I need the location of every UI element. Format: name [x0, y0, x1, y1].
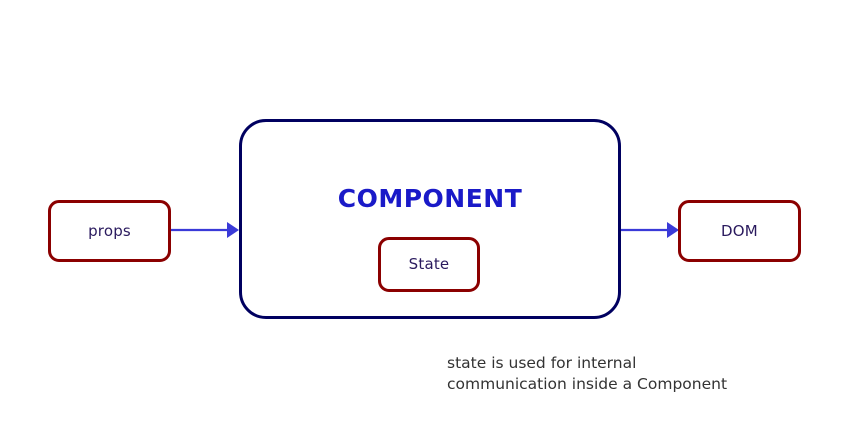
diagram-caption: state is used for internal communication… [447, 354, 728, 393]
node-state[interactable]: State [378, 237, 480, 292]
arrow-props-to-component-icon [171, 222, 239, 238]
node-dom[interactable]: DOM [678, 200, 801, 262]
component-title: COMPONENT [337, 184, 523, 213]
node-props[interactable]: props [48, 200, 171, 262]
arrow-component-to-dom-icon [621, 222, 679, 238]
node-props-label: props [88, 221, 131, 240]
node-state-label: State [408, 255, 450, 273]
node-dom-label: DOM [721, 221, 758, 240]
node-component[interactable]: COMPONENT [239, 119, 621, 319]
